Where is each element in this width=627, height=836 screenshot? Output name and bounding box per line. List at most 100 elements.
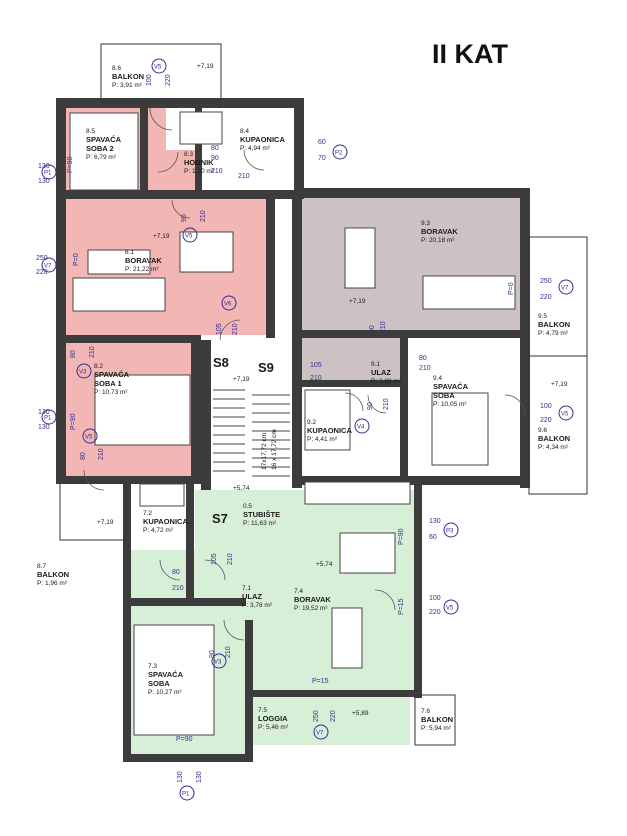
level-marker: +7,19 (233, 376, 250, 383)
opening-circle (82, 428, 98, 444)
walls (56, 98, 530, 762)
level-marker: +7,19 (97, 519, 114, 526)
room-id: 8.3 (184, 151, 193, 158)
opening-code: P1 (44, 416, 52, 422)
room-area: P: 3,78 m² (242, 602, 273, 609)
opening-code: V7 (316, 731, 324, 737)
dimension-label: 130 (196, 771, 203, 783)
dimension-label: 130 (177, 771, 184, 783)
opening-circle (443, 522, 459, 538)
room-id: 7.1 (242, 585, 251, 592)
room-name: BALKON (538, 320, 570, 329)
room-name: BORAVAK (421, 227, 458, 236)
room-area: P: 5,94 m² (421, 725, 452, 732)
sill-height-label: P=0 (73, 253, 80, 266)
dimension-label: 105 (310, 362, 322, 369)
opening-code: V7 (44, 264, 52, 270)
opening-code: V3 (214, 660, 222, 666)
dimension-label: 210 (419, 365, 431, 372)
opening-circle (41, 409, 57, 425)
opening-code: V5 (446, 606, 454, 612)
dimension-label: 210 (383, 398, 390, 410)
room-name: BALKON (112, 72, 144, 81)
opening-code: V6 (224, 302, 232, 308)
zone-hallway (150, 150, 200, 192)
zone-living-9 (300, 197, 522, 335)
dimension-label: 220 (429, 609, 441, 616)
room-name: LOGGIA (258, 714, 288, 723)
opening-code: P1 (44, 171, 52, 177)
dimension-label: 220 (540, 417, 552, 424)
dimension-label: 210 (225, 646, 232, 658)
room-id: 8.5 (86, 128, 95, 135)
opening-code: P2 (335, 151, 343, 157)
dimension-label: 210 (200, 210, 207, 222)
level-marker: +7,19 (551, 381, 568, 388)
room-id: 9.3 (421, 220, 430, 227)
level-marker: +7,19 (153, 233, 170, 240)
room-id: 8.4 (240, 128, 249, 135)
sill-height-label: P=90 (70, 413, 77, 430)
opening-code: P1 (182, 792, 190, 798)
sill-height-label: P=90 (398, 528, 405, 545)
opening-circle (41, 164, 57, 180)
opening-circle (558, 405, 574, 421)
room-name: KUPAONICA (240, 135, 285, 144)
level-marker: +7,19 (349, 298, 366, 305)
room-id: 7.3 (148, 663, 157, 670)
opening-code: V7 (561, 286, 569, 292)
room-area: P: 4,72 m² (143, 527, 174, 534)
room-name: SPAVAĆA (148, 670, 184, 679)
dimension-label: 90 (209, 650, 216, 658)
dimension-label: 250 (36, 255, 48, 262)
dimension-label: 220 (330, 710, 337, 722)
room-area: P: 11,63 m² (243, 520, 277, 527)
opening-circle (41, 257, 57, 273)
dimension-label: 60 (318, 139, 326, 146)
opening-circle (76, 363, 92, 379)
opening-code: V5 (185, 234, 193, 240)
door-swings (83, 107, 526, 641)
dimension-label: 80 (70, 350, 77, 358)
opening-code: V5 (85, 435, 93, 441)
room-name: BALKON (421, 715, 453, 724)
zone-entrance-9 (300, 335, 405, 385)
room-name2: SOBA (148, 679, 170, 688)
room-name: STUBIŠTE (243, 510, 280, 519)
opening-code: V4 (357, 425, 365, 431)
sill-height-label: P=90 (176, 736, 193, 743)
opening-circle (151, 58, 167, 74)
room-area: P: 3,91 m² (112, 82, 143, 89)
room-area: P: 10,27 m² (148, 689, 182, 696)
room-area: P: 4,34 m² (538, 444, 569, 451)
dimension-label: 80 (419, 355, 427, 362)
opening-code: V5 (561, 412, 569, 418)
opening-code: V5 (154, 65, 162, 71)
dimension-label: 90 (369, 325, 376, 333)
dimension-label: 210 (211, 168, 223, 175)
level-marker: +7,19 (197, 63, 214, 70)
dimension-label: 100 (540, 403, 552, 410)
room-id: 0.5 (243, 503, 252, 510)
room-name: SPAVAĆA (94, 370, 130, 379)
room-id: 9.6 (538, 427, 547, 434)
room-name: SPAVAĆA (86, 135, 122, 144)
dimension-label: 80 (80, 452, 87, 460)
opening-circle (182, 227, 198, 243)
stair-markers: S8 S9 S7 17x17,72 cm 16 x 17,72 cm (212, 355, 278, 526)
opening-circle (221, 295, 237, 311)
dimension-label: 130 (38, 424, 50, 431)
